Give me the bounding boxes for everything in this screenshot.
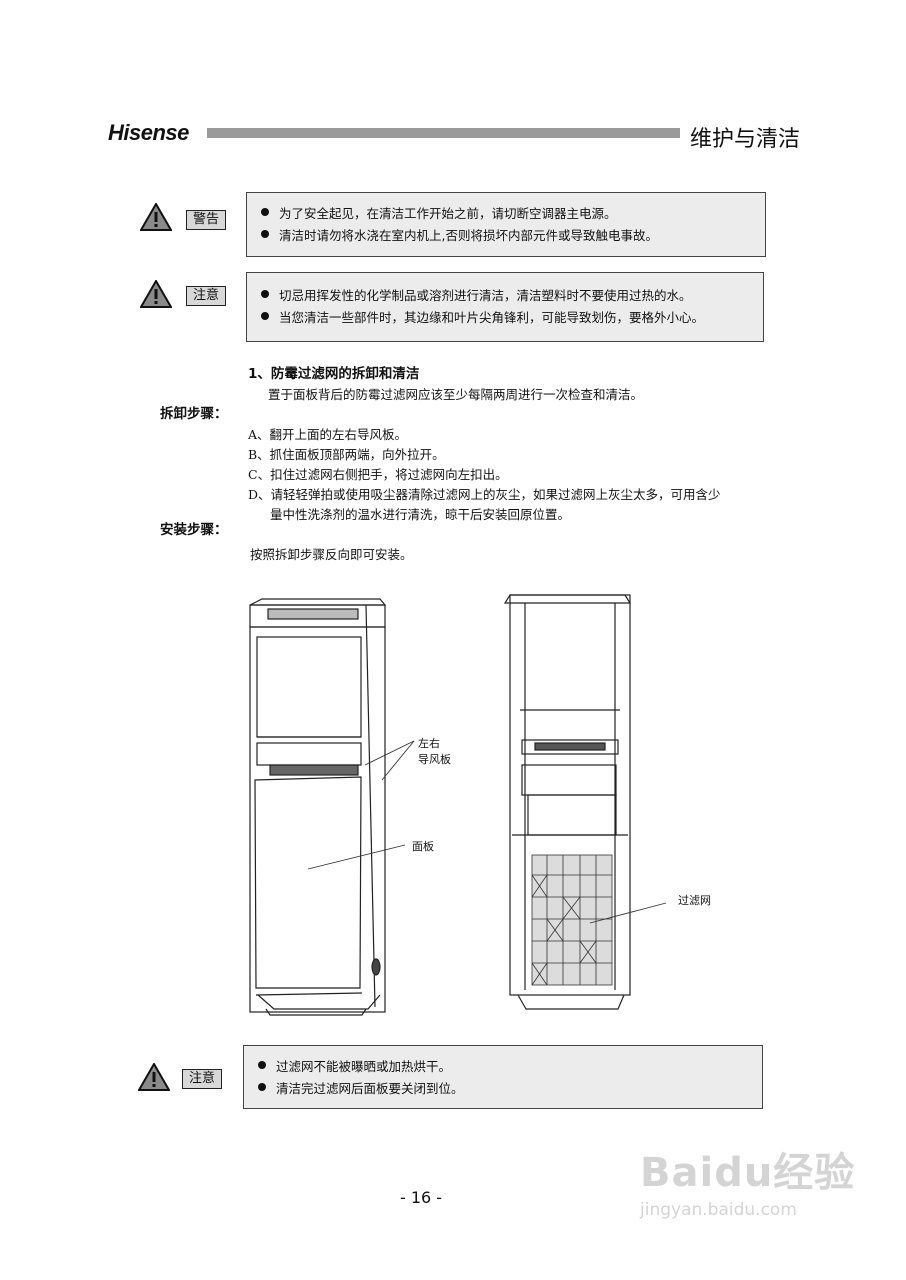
right-unit-drawing	[503, 594, 632, 996]
watermark-logo: Baidu经验	[640, 1150, 856, 1196]
removal-step: A、翻开上面的左右导风板。	[248, 427, 408, 442]
notice-line: 过滤网不能被曝晒或加热烘干。	[258, 1054, 750, 1076]
filter-intro: 置于面板背后的防霉过滤网应该至少每隔两周进行一次检查和清洁。	[268, 387, 644, 402]
notice-text: 当您清洁一些部件时，其边缘和叶片尖角锋利，可能导致划伤，要格外小心。	[279, 309, 705, 325]
bullet-icon	[258, 1083, 266, 1091]
brand-logo: Hisense	[108, 120, 189, 145]
filter-section-title: 1、防霉过滤网的拆卸和清洁	[248, 366, 420, 382]
notice-text: 为了安全起见，在清洁工作开始之前，请切断空调器主电源。	[279, 205, 617, 221]
section-title: 维护与清洁	[690, 127, 801, 152]
install-text: 按照拆卸步骤反向即可安装。	[250, 547, 413, 562]
bullet-icon	[258, 1061, 266, 1069]
warning-box: 为了安全起见，在清洁工作开始之前，请切断空调器主电源。 清洁时请勿将水浇在室内机…	[246, 192, 766, 257]
caution-triangle-icon	[138, 1063, 170, 1091]
louver-callout: 导风板	[418, 753, 451, 766]
notice-text: 清洁完过滤网后面板要关闭到位。	[276, 1080, 464, 1096]
louver-callout: 左右	[418, 737, 440, 750]
install-label: 安装步骤：	[160, 522, 228, 538]
page-number: - 16 -	[400, 1188, 443, 1207]
left-unit-drawing	[249, 598, 387, 1016]
warning-tag: 警告	[186, 210, 227, 230]
panel-callout: 面板	[412, 840, 434, 853]
caution-triangle-icon	[140, 280, 172, 308]
removal-step: 量中性洗涤剂的温水进行清洗，晾干后安装回原位置。	[270, 507, 571, 522]
removal-label: 拆卸步骤：	[160, 406, 228, 422]
bullet-icon	[261, 312, 269, 320]
notice-line: 切忌用挥发性的化学制品或溶剂进行清洁，清洁塑料时不要使用过热的水。	[261, 283, 751, 305]
bullet-icon	[261, 230, 269, 238]
removal-step: C、扣住过滤网右侧把手，将过滤网向左扣出。	[248, 467, 508, 482]
notice-line: 为了安全起见，在清洁工作开始之前，请切断空调器主电源。	[261, 201, 753, 223]
warning-triangle-icon	[140, 203, 172, 231]
header-rule	[207, 128, 680, 138]
notice-line: 清洁时请勿将水浇在室内机上,否则将损坏内部元件或导致触电事故。	[261, 223, 753, 245]
notice-text: 清洁时请勿将水浇在室内机上,否则将损坏内部元件或导致触电事故。	[279, 227, 658, 243]
watermark: Baidu经验 jingyan.baidu.com	[640, 1140, 855, 1220]
removal-step: B、抓住面板顶部两端，向外拉开。	[248, 447, 445, 462]
filter-callout: 过滤网	[678, 894, 711, 907]
bullet-icon	[261, 208, 269, 216]
caution-tag: 注意	[182, 1069, 223, 1089]
air-conditioner-figure	[249, 594, 667, 1016]
caution-tag: 注意	[186, 286, 227, 306]
notice-text: 切忌用挥发性的化学制品或溶剂进行清洁，清洁塑料时不要使用过热的水。	[279, 287, 692, 303]
notice-text: 过滤网不能被曝晒或加热烘干。	[276, 1058, 452, 1074]
bullet-icon	[261, 290, 269, 298]
caution-box: 过滤网不能被曝晒或加热烘干。 清洁完过滤网后面板要关闭到位。	[243, 1045, 763, 1109]
filter-mesh	[531, 854, 613, 986]
notice-line: 清洁完过滤网后面板要关闭到位。	[258, 1076, 750, 1098]
removal-step: D、请轻轻弹拍或使用吸尘器清除过滤网上的灰尘，如果过滤网上灰尘太多，可用含少	[248, 487, 721, 502]
caution-box: 切忌用挥发性的化学制品或溶剂进行清洁，清洁塑料时不要使用过热的水。 当您清洁一些…	[246, 272, 764, 342]
notice-line: 当您清洁一些部件时，其边缘和叶片尖角锋利，可能导致划伤，要格外小心。	[261, 305, 751, 327]
watermark-url: jingyan.baidu.com	[640, 1200, 797, 1220]
